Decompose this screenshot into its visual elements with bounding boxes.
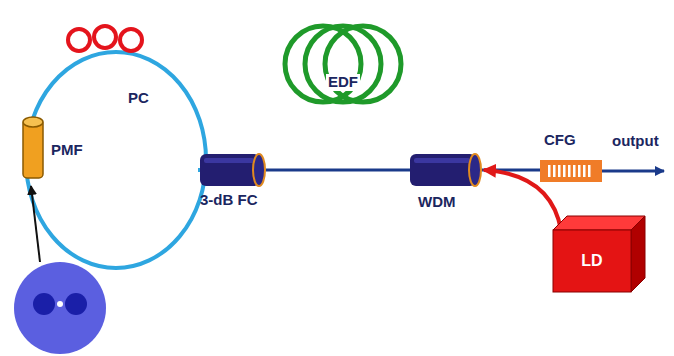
polarization-controller: PC <box>66 28 144 54</box>
component-label: WDM <box>418 194 456 211</box>
stress-rod <box>65 293 87 315</box>
fiber-coupler: 3-dB FC <box>200 152 266 188</box>
component-label: CFG <box>544 132 576 149</box>
fiber-coupler-outline <box>200 152 266 188</box>
erbium-doped-fiber: EDF <box>284 16 402 174</box>
chirped-fiber-grating: CFG <box>540 160 602 182</box>
erbium-doped-fiber-outline <box>284 16 402 174</box>
component-label: 3-dB FC <box>200 192 258 209</box>
fiber-link <box>266 169 284 172</box>
wdm-coupler: WDM <box>410 152 482 188</box>
polarization-controller-outline <box>66 28 144 54</box>
component-label: LD <box>581 252 602 270</box>
output-label: output <box>612 133 659 150</box>
fiber-ring <box>26 52 206 268</box>
laser-diode: LD <box>553 216 645 292</box>
leader-arrow <box>31 186 40 262</box>
pmf-segment-outline <box>23 116 43 180</box>
fiber-core <box>57 301 63 307</box>
component-label: PC <box>128 90 149 107</box>
chirped-fiber-grating-outline <box>540 160 602 182</box>
pmf-segment: PMF <box>23 116 43 180</box>
output-fiber <box>602 170 664 173</box>
pmf-cross-section <box>14 262 106 354</box>
fiber-link <box>402 169 410 172</box>
component-label: PMF <box>51 142 83 159</box>
stress-rod <box>33 293 55 315</box>
component-label: EDF <box>326 74 360 91</box>
wdm-coupler-outline <box>410 152 482 188</box>
